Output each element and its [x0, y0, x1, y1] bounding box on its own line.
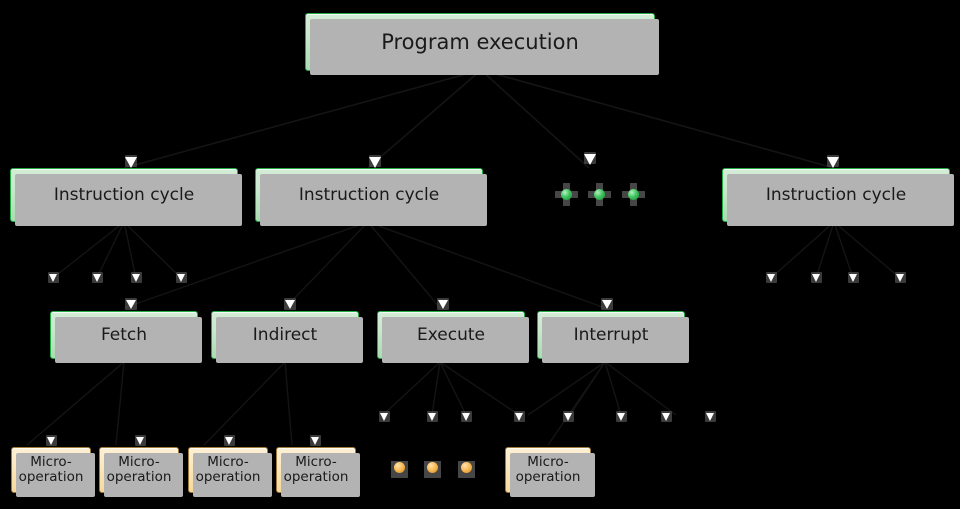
node-instruction-cycle-3[interactable]: Instruction cycle [722, 168, 954, 226]
arrowhead-to-micro-operation-4 [311, 437, 319, 445]
arrowhead-cycle1-child-3 [132, 274, 140, 282]
arrowhead-to-instruction-cycle-3 [827, 157, 839, 168]
node-label: Program execution [381, 29, 579, 54]
node-micro-operation-5[interactable]: Micro- operation [505, 447, 595, 497]
arrowhead-to-indirect [285, 300, 295, 309]
node-label: Micro- operation [195, 454, 261, 485]
ellipsis-dot [594, 189, 605, 200]
arrowhead-to-instruction-cycle-1 [125, 157, 137, 168]
arrowhead-stage-child-8 [706, 413, 714, 421]
node-program-execution[interactable]: Program execution [305, 13, 659, 75]
ellipsis-dot [561, 189, 572, 200]
arrowhead-cycle3-child-3 [849, 274, 857, 282]
node-instruction-cycle-2[interactable]: Instruction cycle [255, 168, 487, 226]
arrowhead-stage-child-5 [564, 413, 572, 421]
arrowhead-stage-child-7 [662, 413, 670, 421]
node-micro-operation-4[interactable]: Micro- operation [276, 447, 360, 497]
node-fetch[interactable]: Fetch [50, 311, 202, 363]
arrowhead-to-instruction-cycle-ellipsis [584, 154, 596, 165]
node-micro-operation-2[interactable]: Micro- operation [99, 447, 183, 497]
arrowhead-stage-child-1 [380, 413, 388, 421]
node-label: Indirect [252, 324, 318, 345]
node-label: Execute [417, 324, 485, 345]
node-label: Micro- operation [283, 454, 349, 485]
node-instruction-cycle-1[interactable]: Instruction cycle [10, 168, 242, 226]
node-label: Micro- operation [18, 454, 84, 485]
node-label: Instruction cycle [298, 184, 440, 205]
node-label: Instruction cycle [53, 184, 195, 205]
ellipsis-dot [394, 462, 405, 473]
ellipsis-dot [427, 462, 438, 473]
node-label: Fetch [100, 324, 148, 345]
ellipsis-dot [461, 462, 472, 473]
node-micro-operation-3[interactable]: Micro- operation [188, 447, 272, 497]
node-label: Micro- operation [515, 454, 581, 485]
arrowhead-cycle1-child-1 [49, 274, 57, 282]
arrowhead-to-micro-operation-2 [136, 437, 144, 445]
arrowhead-to-execute [438, 300, 448, 309]
node-micro-operation-1[interactable]: Micro- operation [11, 447, 95, 497]
arrowhead-to-instruction-cycle-2 [369, 157, 381, 168]
node-indirect[interactable]: Indirect [211, 311, 363, 363]
arrowhead-to-micro-operation-3 [225, 437, 233, 445]
node-execute[interactable]: Execute [377, 311, 529, 363]
arrowhead-stage-child-2 [428, 413, 436, 421]
arrowhead-stage-child-4 [515, 413, 523, 421]
arrowhead-stage-child-3 [462, 413, 470, 421]
node-interrupt[interactable]: Interrupt [537, 311, 689, 363]
node-label: Interrupt [573, 324, 649, 345]
arrowhead-cycle1-child-4 [177, 274, 185, 282]
arrowhead-to-micro-operation-1 [47, 437, 55, 445]
node-label: Instruction cycle [765, 184, 907, 205]
arrowhead-cycle3-child-2 [812, 274, 820, 282]
arrowhead-cycle1-child-2 [93, 274, 101, 282]
arrowhead-cycle3-child-1 [767, 274, 775, 282]
node-label: Micro- operation [106, 454, 172, 485]
arrowhead-to-interrupt [602, 300, 612, 309]
ellipsis-dot [628, 189, 639, 200]
arrowhead-to-fetch [126, 300, 136, 309]
arrowhead-stage-child-6 [617, 413, 625, 421]
arrowhead-cycle3-child-4 [896, 274, 904, 282]
